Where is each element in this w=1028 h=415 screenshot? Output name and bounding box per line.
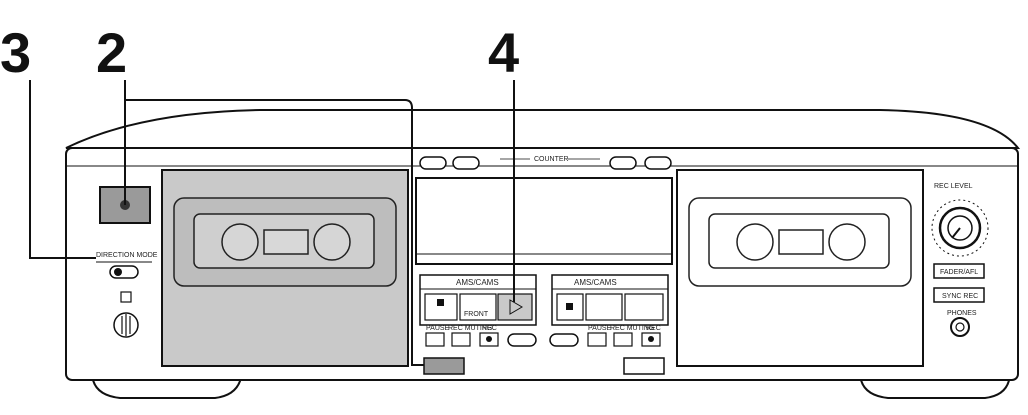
deck-b-reel-right (828, 223, 866, 261)
rec-a-label: REC (482, 325, 497, 332)
callout-3: 3 (0, 21, 31, 84)
pause-button-b[interactable] (587, 332, 607, 347)
counter-label: COUNTER (534, 156, 569, 163)
front-label: FRONT (464, 311, 489, 318)
deck-b-reel-left (736, 223, 774, 261)
deck-a-window (263, 229, 309, 255)
deck-b-window (778, 229, 824, 255)
pause-button-a[interactable] (425, 332, 445, 347)
sync-switch[interactable] (549, 333, 579, 347)
rec-level-label: REC LEVEL (934, 183, 973, 190)
display-window (415, 177, 673, 265)
play-rev-button-a[interactable] (459, 293, 497, 321)
callout-4: 4 (488, 21, 519, 84)
direction-mode-label: DIRECTION MODE (96, 252, 158, 259)
memory-button-a[interactable] (452, 156, 480, 170)
callout-2: 2 (96, 21, 127, 84)
rec-muting-button-a[interactable] (451, 332, 471, 347)
ams-a-label: AMS/CAMS (456, 278, 499, 287)
play-rev-button-b[interactable] (585, 293, 623, 321)
pause-a-label: PAUSE (426, 325, 450, 332)
fader-button[interactable] (933, 263, 985, 279)
callout-3-line (29, 80, 96, 259)
reset-button-a[interactable] (419, 156, 447, 170)
top-cover (65, 109, 1021, 149)
rec-muting-b-label: REC MUTING (610, 325, 654, 332)
phones-label: PHONES (947, 310, 977, 317)
reset-button-b[interactable] (609, 156, 637, 170)
dolby-switch[interactable] (120, 291, 132, 303)
hi-speed-switch[interactable] (507, 333, 537, 347)
pause-b-label: PAUSE (588, 325, 612, 332)
deck-a-reel-left (221, 223, 259, 261)
callout-2-branch (125, 99, 424, 366)
rec-muting-button-b[interactable] (613, 332, 633, 347)
rec-muting-a-label: REC MUTING (448, 325, 492, 332)
stop-button-a[interactable] (424, 293, 458, 321)
fader-label: FADER/AFL (940, 269, 978, 276)
sync-rec-label: SYNC REC (942, 293, 978, 300)
play-fwd-button-b[interactable] (624, 293, 664, 321)
memory-button-b[interactable] (644, 156, 672, 170)
ams-b-label: AMS/CAMS (574, 278, 617, 287)
eject-button-a[interactable] (423, 357, 465, 375)
rec-b-label: REC (646, 325, 661, 332)
eject-button-b[interactable] (623, 357, 665, 375)
deck-a-reel-right (313, 223, 351, 261)
sync-rec-button[interactable] (933, 287, 985, 303)
